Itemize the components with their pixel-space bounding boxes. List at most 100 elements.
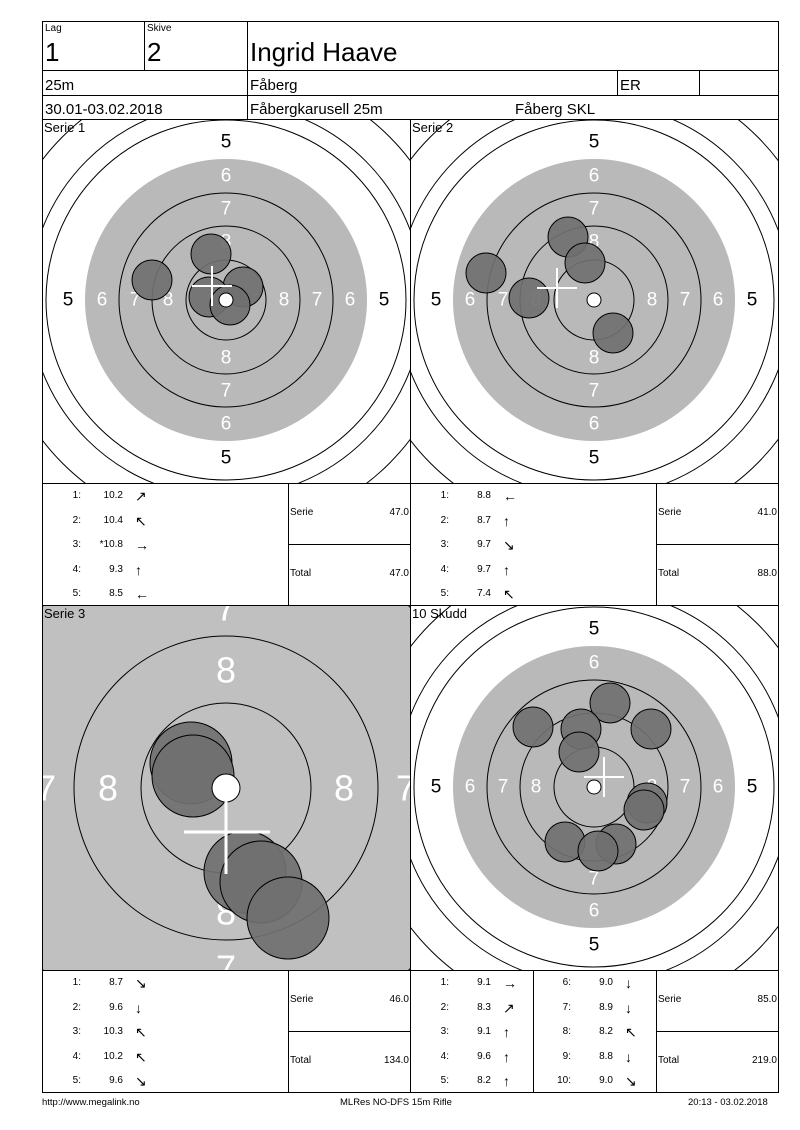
ring-inner (486, 679, 702, 895)
direction-arrow-icon: ↘ (135, 975, 147, 991)
shot-value: 9.7 (477, 539, 491, 551)
ring-label-6: 6 (465, 777, 476, 798)
ring-label-6: 6 (589, 414, 600, 435)
ring-label-6: 6 (221, 166, 232, 187)
shot-hole (577, 830, 619, 872)
shot-number: 7: (562, 1001, 571, 1013)
shot-number: 1: (440, 490, 449, 501)
shot-value: 7.4 (477, 588, 491, 600)
shot-hole (246, 876, 330, 960)
shot-row: 5: 8.5 ← (43, 582, 163, 606)
shot-value: 8.8 (599, 1050, 613, 1062)
shot-hole (564, 242, 606, 284)
organizer-cell: Fåberg SKL (513, 95, 778, 119)
shot-row: 5:7.4↖ (411, 582, 531, 606)
grid-hline-1 (42, 483, 779, 484)
total-value: 134.0 (383, 1055, 409, 1066)
shot-value: 9.0 (599, 977, 613, 988)
direction-arrow-icon: ↖ (135, 512, 147, 529)
ring-label-7: 7 (396, 768, 410, 809)
total-label: Total (290, 568, 312, 579)
direction-arrow-icon: ↗ (503, 999, 515, 1016)
shot-row: 2:8.7↑ (411, 509, 531, 533)
center-dot (586, 292, 602, 308)
shot-row: 4:9.6↑ (411, 1045, 531, 1069)
ring-label-7: 7 (130, 290, 141, 311)
shot-number: 4: (440, 1050, 449, 1062)
shot-number: 3: (72, 539, 81, 551)
ring-label-8: 8 (589, 232, 600, 253)
serie-value: 85.0 (757, 994, 777, 1005)
grid-vline (410, 119, 411, 1093)
shot-row: 3:*10.8→ (43, 533, 163, 557)
ring-label-5: 5 (589, 619, 600, 640)
ring-label-7: 7 (221, 199, 232, 220)
ring-label-7: 7 (216, 606, 236, 629)
ring-label-5: 5 (63, 290, 74, 311)
shot-row: 5:9.6↘ (43, 1069, 163, 1093)
shot-row: 9:8.8↓ (533, 1045, 653, 1069)
direction-arrow-icon: ↓ (135, 999, 142, 1016)
total-value: 88.0 (757, 568, 777, 579)
ring-label-6: 6 (97, 290, 108, 311)
score-divider (288, 971, 289, 1093)
direction-arrow-icon: ← (135, 586, 149, 603)
serie-value: 47.0 (389, 507, 409, 518)
shot-number: 10: (557, 1075, 571, 1087)
shot-row: 4:9.3↑ (43, 558, 163, 582)
ring-label-6: 6 (713, 290, 724, 311)
footer-url[interactable]: http://www.megalink.no (42, 1097, 140, 1108)
shot-row: 2:10.4↖ (43, 509, 163, 533)
shot-number: 5: (72, 588, 81, 600)
direction-arrow-icon: ↑ (503, 1024, 510, 1041)
ring-label-7: 7 (680, 290, 691, 311)
ring-outer (413, 606, 775, 968)
score-divider (656, 971, 657, 1093)
shot-hole (512, 706, 554, 748)
club-cell: Fåberg (248, 70, 618, 95)
shot-number: 3: (72, 1026, 81, 1038)
serie-label: Serie (658, 507, 682, 518)
total-value: 219.0 (751, 1055, 777, 1066)
ring-label-7: 7 (312, 290, 323, 311)
ring-label-8: 8 (647, 290, 658, 311)
shot-row: 10:9.0↘ (533, 1069, 653, 1093)
shot-hole (508, 277, 550, 319)
target-serie-1: 5555666677778888 (43, 120, 410, 483)
lag-label: Lag (45, 23, 62, 34)
ring-label-8: 8 (221, 348, 232, 369)
direction-arrow-icon: → (503, 975, 517, 991)
ring-label-5: 5 (431, 290, 442, 311)
ring-label-8: 8 (589, 348, 600, 369)
ring-label-8: 8 (163, 290, 174, 311)
total-label: Total (658, 568, 680, 579)
shot-value: 8.5 (109, 588, 123, 600)
shot-number: 4: (72, 1050, 81, 1062)
direction-arrow-icon: ↖ (503, 586, 515, 603)
ring-label-6: 6 (589, 166, 600, 187)
direction-arrow-icon: ↖ (135, 1048, 147, 1065)
shot-row: 2:8.3↗ (411, 996, 531, 1020)
ring-inner (486, 192, 702, 408)
shot-number: 2: (440, 1001, 449, 1013)
serie-label: Serie (658, 994, 682, 1005)
shot-number: 1: (72, 977, 81, 988)
shot-number: 9: (562, 1050, 571, 1062)
shot-row: 1: 8.7 ↘ (43, 971, 163, 995)
competition-cell: Fåbergkarusell 25m (248, 95, 513, 119)
direction-arrow-icon: ↖ (135, 1024, 147, 1041)
shot-value: 9.6 (109, 1001, 123, 1013)
direction-arrow-icon: ↘ (625, 1073, 637, 1090)
shot-value: 8.7 (109, 977, 123, 988)
ring-label-7: 7 (589, 199, 600, 220)
serie-value: 41.0 (757, 507, 777, 518)
dates-value: 30.01-03.02.2018 (45, 101, 163, 118)
direction-arrow-icon: ↑ (503, 512, 510, 529)
shot-row: 8:8.2↖ (533, 1020, 653, 1044)
score-divider-h (288, 544, 410, 545)
skive-cell: Skive 2 (145, 22, 248, 70)
shot-value: 9.1 (477, 1026, 491, 1038)
shot-row: 3:10.3↖ (43, 1020, 163, 1044)
direction-arrow-icon: ↑ (135, 561, 142, 578)
